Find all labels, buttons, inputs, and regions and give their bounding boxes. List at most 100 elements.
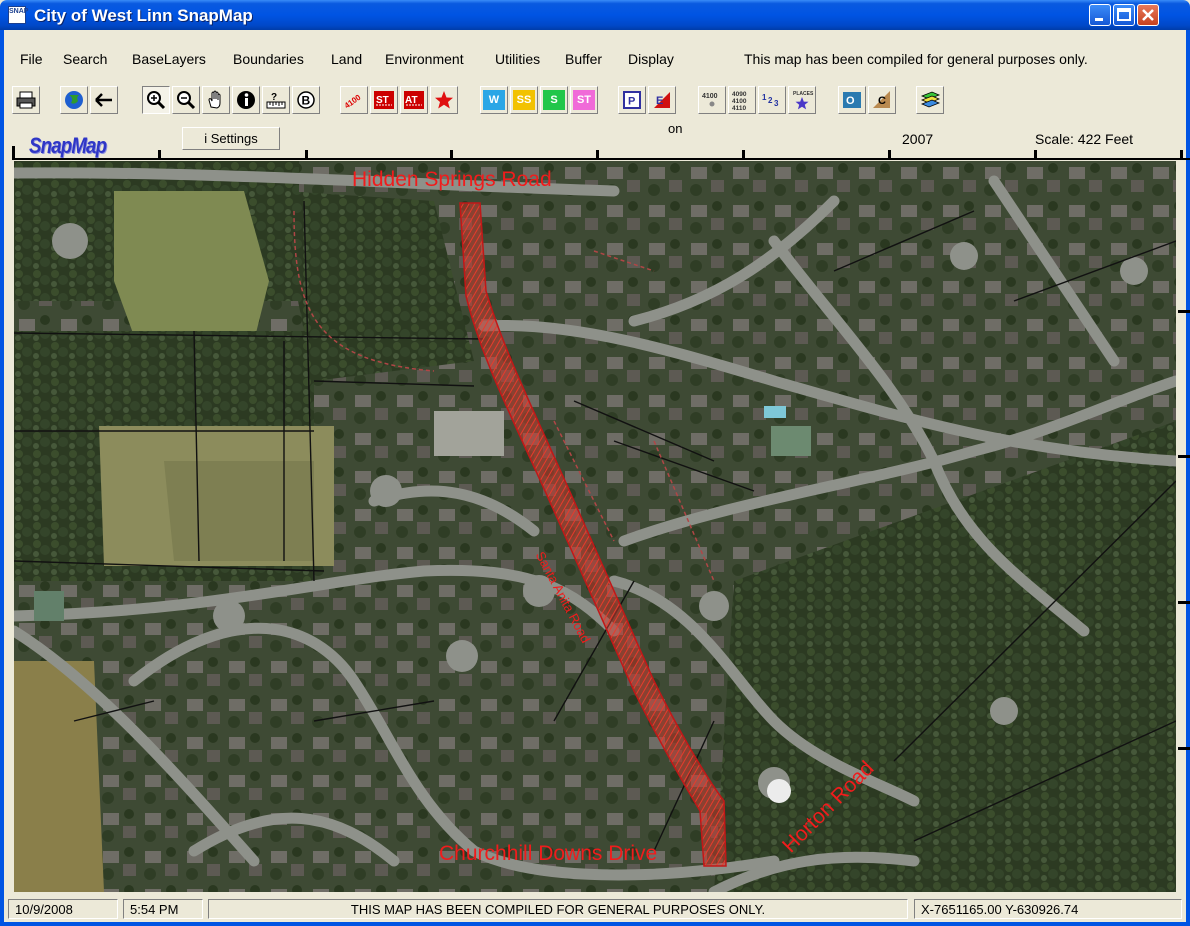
menu-search[interactable]: Search bbox=[63, 51, 108, 67]
places-button[interactable]: PLACES bbox=[788, 86, 816, 114]
ruler-tick bbox=[12, 146, 15, 160]
svg-text:4110: 4110 bbox=[732, 105, 746, 112]
layer-on-label: on bbox=[668, 121, 683, 136]
storm-st-button[interactable]: ST bbox=[570, 86, 598, 114]
globe-button[interactable] bbox=[60, 86, 88, 114]
svg-text:2: 2 bbox=[768, 96, 773, 105]
ruler-tick bbox=[158, 150, 161, 160]
status-time: 5:54 PM bbox=[123, 899, 203, 919]
ruler-tick-right bbox=[1178, 601, 1190, 604]
close-button[interactable] bbox=[1137, 4, 1159, 26]
street-st-button[interactable]: ST bbox=[370, 86, 398, 114]
aerial-map[interactable]: Hidden Springs Road Santa Anita Road Chu… bbox=[14, 161, 1176, 892]
highlighted-road[interactable] bbox=[459, 202, 727, 867]
at-icon: AT bbox=[404, 91, 424, 109]
menu-baselayers[interactable]: BaseLayers bbox=[132, 51, 206, 67]
print-button[interactable] bbox=[12, 86, 40, 114]
menu-file[interactable]: File bbox=[20, 51, 43, 67]
imagery-year: 2007 bbox=[902, 131, 934, 147]
places-icon: PLACES bbox=[793, 91, 814, 110]
app-icon[interactable]: SNAP bbox=[8, 6, 28, 24]
svg-text:P: P bbox=[628, 96, 635, 108]
address-4100-button[interactable]: 4100 bbox=[340, 86, 368, 114]
measure-button[interactable]: ? bbox=[262, 86, 290, 114]
svg-text:1: 1 bbox=[762, 93, 767, 102]
settings-button[interactable]: i Settings bbox=[182, 127, 280, 150]
svg-text:B: B bbox=[302, 94, 311, 108]
svg-text:3: 3 bbox=[774, 99, 779, 108]
menu-bar: File Search BaseLayers Boundaries Land E… bbox=[4, 48, 1186, 72]
svg-text:4100: 4100 bbox=[702, 93, 718, 100]
ruler-tick bbox=[888, 150, 891, 160]
svg-text:O: O bbox=[846, 95, 855, 107]
maximize-button[interactable] bbox=[1113, 4, 1135, 26]
zoom-out-button[interactable] bbox=[172, 86, 200, 114]
ruler-tick bbox=[1180, 150, 1183, 160]
back-arrow-icon bbox=[95, 93, 112, 107]
window-frame-right bbox=[1186, 30, 1190, 926]
info-button[interactable] bbox=[232, 86, 260, 114]
p-icon: P bbox=[623, 91, 641, 109]
status-message: THIS MAP HAS BEEN COMPILED FOR GENERAL P… bbox=[208, 899, 908, 919]
water-w-button[interactable]: W bbox=[480, 86, 508, 114]
c-icon: C bbox=[873, 91, 890, 108]
b-button[interactable]: B bbox=[292, 86, 320, 114]
p-button[interactable]: P bbox=[618, 86, 646, 114]
at-button[interactable]: AT bbox=[400, 86, 428, 114]
globe-icon bbox=[65, 91, 83, 109]
minimize-button[interactable] bbox=[1089, 4, 1111, 26]
svg-text:4100: 4100 bbox=[343, 93, 363, 111]
status-bar: 10/9/2008 5:54 PM THIS MAP HAS BEEN COMP… bbox=[4, 898, 1186, 922]
window-frame-left bbox=[0, 30, 4, 926]
sewer-ss-button[interactable]: SS bbox=[510, 86, 538, 114]
info-icon bbox=[237, 91, 255, 109]
ruler-tick-right bbox=[1178, 310, 1190, 313]
zoom-in-icon bbox=[147, 91, 166, 110]
pan-hand-icon bbox=[208, 90, 221, 109]
svg-text:ST: ST bbox=[376, 95, 389, 106]
svg-text:PLACES: PLACES bbox=[793, 91, 814, 97]
status-coordinates: X-7651165.00 Y-630926.74 bbox=[914, 899, 1182, 919]
snapmap-logo: SnapMap bbox=[29, 133, 107, 158]
storm-s-icon: S bbox=[543, 90, 565, 110]
layers-icon bbox=[920, 91, 941, 108]
label-4100-icon: 4100 bbox=[702, 93, 718, 107]
ruler-tick bbox=[450, 150, 453, 160]
menu-land[interactable]: Land bbox=[331, 51, 363, 67]
menu-boundaries[interactable]: Boundaries bbox=[233, 51, 304, 67]
svg-text:E: E bbox=[656, 95, 663, 107]
ruler-tick bbox=[1034, 150, 1037, 160]
star-button[interactable] bbox=[430, 86, 458, 114]
o-button[interactable]: O bbox=[838, 86, 866, 114]
title-bar: SNAP City of West Linn SnapMap bbox=[0, 0, 1190, 30]
water-w-icon: W bbox=[483, 90, 505, 110]
map-canvas[interactable] bbox=[14, 161, 1176, 892]
menu-buffer[interactable]: Buffer bbox=[565, 51, 603, 67]
ruler-tick-right bbox=[1178, 747, 1190, 750]
menu-disclaimer: This map has been compiled for general p… bbox=[744, 51, 1088, 67]
e-button[interactable]: E bbox=[648, 86, 676, 114]
label-4100-button[interactable]: 4100 bbox=[698, 86, 726, 114]
menu-display[interactable]: Display bbox=[628, 51, 674, 67]
pan-button[interactable] bbox=[202, 86, 230, 114]
close-icon bbox=[1142, 9, 1154, 21]
zoom-in-button[interactable] bbox=[142, 86, 170, 114]
menu-utilities[interactable]: Utilities bbox=[495, 51, 541, 67]
label-churchhill-downs-drive: Churchhill Downs Drive bbox=[439, 842, 658, 865]
label-hidden-springs-road: Hidden Springs Road bbox=[352, 168, 552, 191]
ruler-tick bbox=[742, 150, 745, 160]
menu-environment[interactable]: Environment bbox=[385, 51, 464, 67]
back-button[interactable] bbox=[90, 86, 118, 114]
svg-text:C: C bbox=[878, 95, 886, 107]
svg-text:4100: 4100 bbox=[732, 98, 747, 105]
layers-button[interactable] bbox=[916, 86, 944, 114]
c-button[interactable]: C bbox=[868, 86, 896, 114]
minimize-icon bbox=[1095, 18, 1103, 21]
measure-icon: ? bbox=[266, 92, 286, 109]
svg-text:?: ? bbox=[271, 92, 277, 103]
ruler-tick bbox=[305, 150, 308, 160]
storm-s-button[interactable]: S bbox=[540, 86, 568, 114]
